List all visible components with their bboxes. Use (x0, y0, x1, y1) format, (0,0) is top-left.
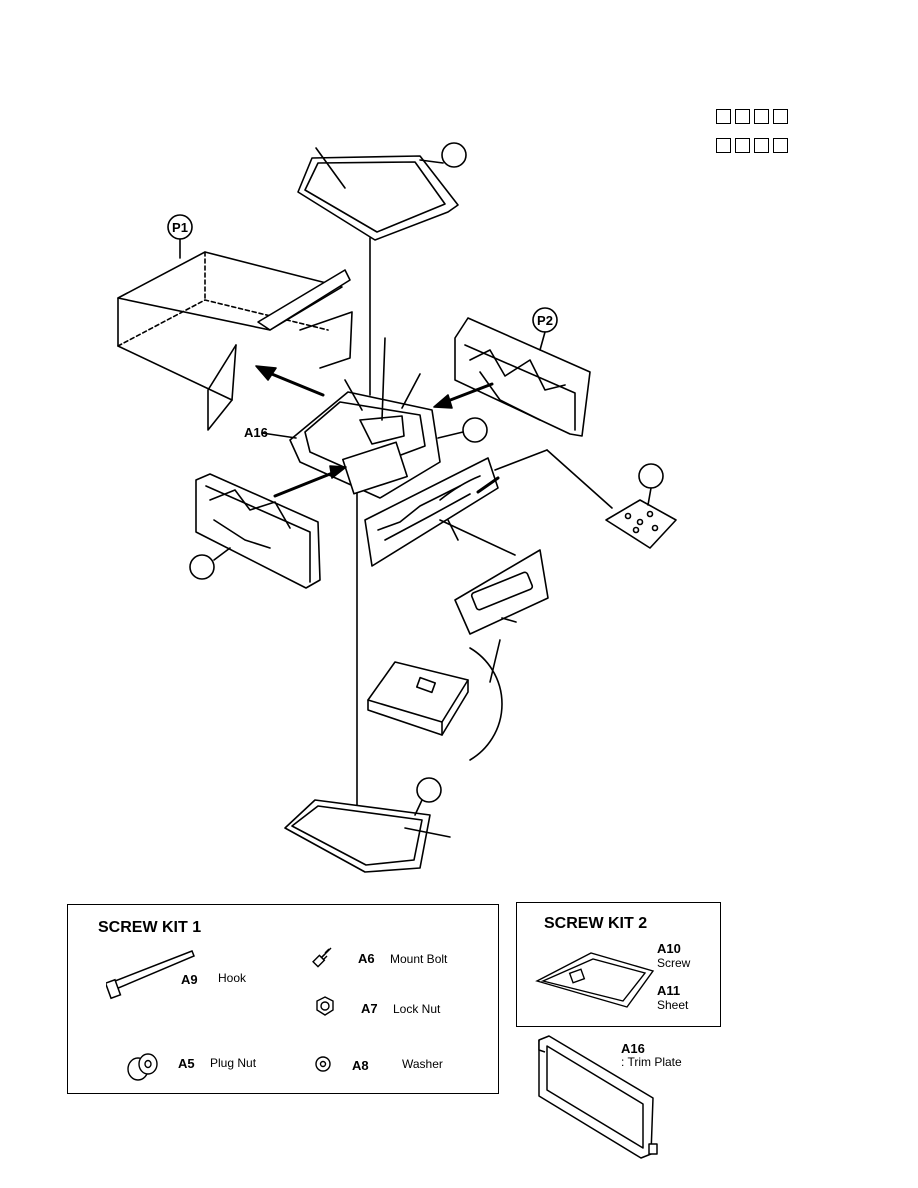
callout-label-p2: P2 (537, 313, 553, 328)
callout-label-p1: P1 (172, 220, 188, 235)
item-code-a8: A8 (352, 1058, 369, 1073)
trim-plate-icon (538, 1035, 658, 1159)
code-box (754, 109, 769, 124)
code-box (716, 138, 731, 153)
item-code-a10: A10 (657, 941, 681, 956)
item-code-a6: A6 (358, 951, 375, 966)
item-name-hook: Hook (218, 971, 247, 985)
code-box (773, 109, 788, 124)
bottom-sheet-bag (284, 799, 431, 873)
code-boxes-row-2 (716, 138, 788, 153)
callout-label-a16: A16 (244, 425, 268, 440)
code-box (735, 138, 750, 153)
screw-kit-1-title: SCREW KIT 1 (98, 919, 202, 936)
code-boxes-row-1 (716, 109, 788, 124)
code-box (735, 109, 750, 124)
end-cushion-p2 (454, 317, 591, 437)
callout-circle (462, 417, 488, 443)
item-code-a7: A7 (361, 1001, 378, 1016)
code-box (754, 138, 769, 153)
panel-case (367, 661, 469, 736)
main-unit-bag (289, 337, 441, 499)
washer-icon (315, 1056, 331, 1072)
code-box (773, 138, 788, 153)
screw-kit-pouch (605, 499, 677, 549)
item-code-a11: A11 (657, 983, 681, 998)
callout-circle (189, 554, 215, 580)
front-panel-bag (454, 549, 549, 635)
outer-carton-p1 (117, 251, 353, 431)
screw-kit-1-panel: SCREW KIT 1 A9 Hook A6 Mount Bolt A7 Loc… (67, 904, 499, 1094)
item-code-a9: A9 (181, 972, 198, 987)
end-cushion-left (195, 473, 321, 589)
bolt-icon (312, 947, 332, 968)
screw-kit-2-title: SCREW KIT 2 (544, 915, 648, 932)
item-name-sheet: Sheet (657, 998, 689, 1012)
item-code-a5: A5 (178, 1056, 195, 1071)
screw-kit-2-panel: SCREW KIT 2 A10 Screw A11 Sheet (516, 902, 721, 1027)
nut-icon (316, 996, 334, 1016)
item-name-lock-nut: Lock Nut (393, 1002, 441, 1016)
trim-plate-code: A16 (621, 1041, 645, 1056)
item-name-plug-nut: Plug Nut (210, 1056, 257, 1070)
item-name-washer: Washer (402, 1057, 443, 1071)
item-name-mount-bolt: Mount Bolt (390, 952, 448, 966)
top-sheet-bag (297, 147, 459, 241)
callout-circle (416, 777, 442, 803)
item-name-screw: Screw (657, 956, 691, 970)
plug-nut-icon (127, 1053, 158, 1081)
packing-exploded-diagram: P1 P2 A16 (117, 142, 677, 873)
code-box (716, 109, 731, 124)
hook-icon (106, 950, 195, 1000)
trim-plate-name: : Trim Plate (621, 1055, 682, 1069)
screw-bag-icon (535, 952, 655, 1008)
callout-circle (638, 463, 664, 489)
accessory-bag (364, 457, 500, 567)
callout-circle (441, 142, 467, 168)
